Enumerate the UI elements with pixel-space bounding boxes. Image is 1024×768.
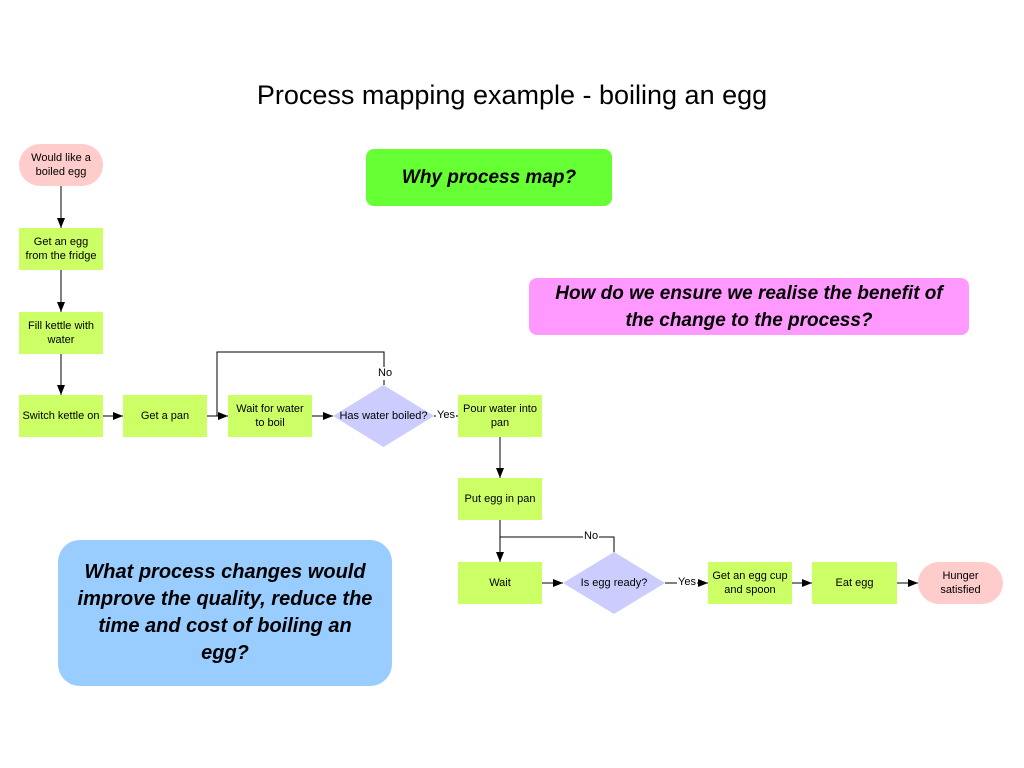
step-fill-kettle: Fill kettle with water bbox=[19, 312, 103, 354]
decision-diamond-shape bbox=[563, 552, 665, 614]
decision-diamond-shape bbox=[333, 385, 434, 447]
loop-egg-not-ready bbox=[500, 536, 615, 553]
edge-label-egg-no: No bbox=[583, 530, 600, 543]
step-switch-kettle-on: Switch kettle on bbox=[19, 395, 103, 437]
step-put-egg-in-pan: Put egg in pan bbox=[458, 478, 542, 520]
decision-is-egg-ready: Is egg ready? bbox=[563, 552, 665, 614]
edge-label-egg-yes: Yes bbox=[677, 576, 697, 589]
start-node-would-like-egg: Would like a boiled egg bbox=[19, 144, 103, 186]
page-title: Process mapping example - boiling an egg bbox=[256, 80, 768, 110]
step-wait-for-water: Wait for water to boil bbox=[228, 395, 312, 437]
step-eat-egg: Eat egg bbox=[812, 562, 897, 604]
step-get-pan: Get a pan bbox=[123, 395, 207, 437]
callout-realise-benefit: How do we ensure we realise the benefit … bbox=[529, 278, 969, 335]
edge-label-water-yes: Yes bbox=[436, 409, 456, 422]
end-node-hunger-satisfied: Hunger satisfied bbox=[918, 562, 1003, 604]
callout-why-process-map: Why process map? bbox=[366, 149, 612, 206]
step-get-egg: Get an egg from the fridge bbox=[19, 228, 103, 270]
callout-process-changes: What process changes would improve the q… bbox=[58, 540, 392, 686]
step-wait: Wait bbox=[458, 562, 542, 604]
step-get-egg-cup: Get an egg cup and spoon bbox=[708, 562, 792, 604]
edge-label-water-no: No bbox=[377, 367, 394, 380]
decision-has-water-boiled: Has water boiled? bbox=[333, 385, 434, 447]
step-pour-water: Pour water into pan bbox=[458, 395, 542, 437]
